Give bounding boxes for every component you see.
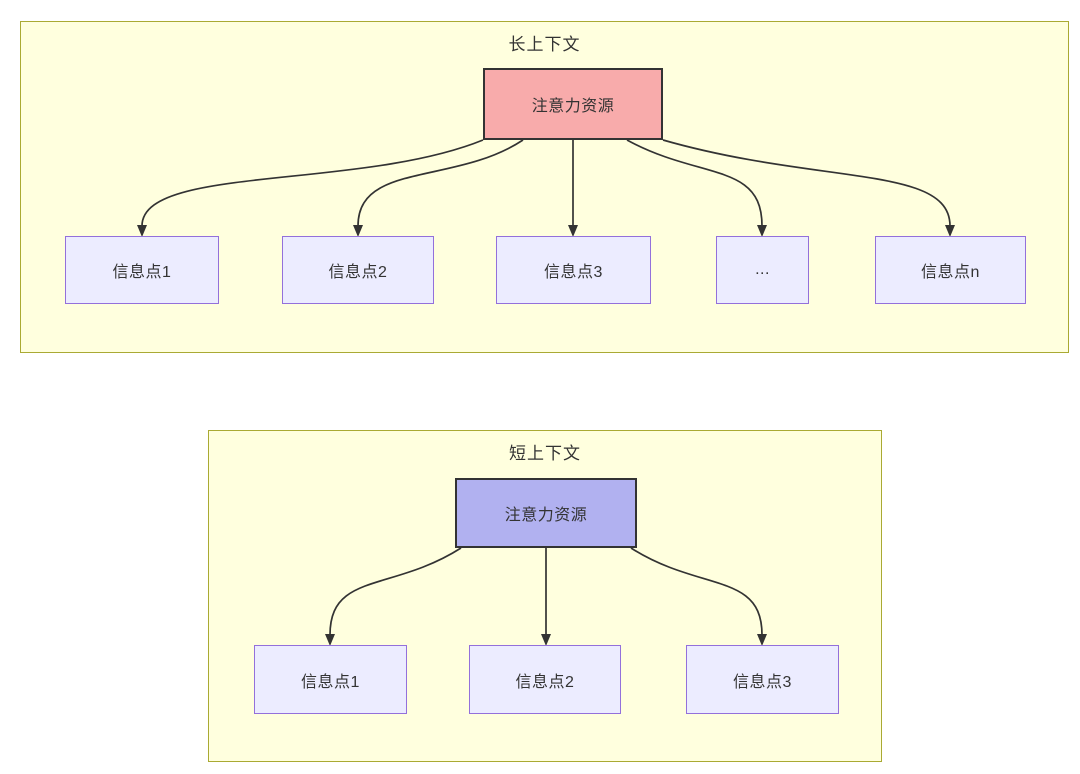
node-info-point-1-short: 信息点1 bbox=[254, 645, 407, 714]
node-info-point-3-long: 信息点3 bbox=[496, 236, 651, 304]
node-label: 注意力资源 bbox=[504, 507, 588, 524]
node-label: 信息点1 bbox=[112, 264, 172, 281]
node-label: 信息点1 bbox=[301, 673, 360, 691]
node-label: 信息点2 bbox=[515, 673, 575, 691]
node-label: 注意力资源 bbox=[531, 98, 615, 115]
node-info-point-ellipsis: ... bbox=[716, 236, 809, 304]
node-attention-resource-long: 注意力资源 bbox=[483, 68, 663, 140]
node-label: 信息点2 bbox=[328, 264, 388, 281]
node-info-point-2-short: 信息点2 bbox=[469, 645, 621, 714]
section-title-short-context: 短上下文 bbox=[509, 444, 581, 463]
node-attention-resource-short: 注意力资源 bbox=[455, 478, 637, 548]
node-label: 信息点3 bbox=[544, 264, 603, 281]
node-label: 信息点n bbox=[921, 264, 980, 281]
section-title-long-context: 长上下文 bbox=[508, 35, 581, 54]
node-info-point-1-long: 信息点1 bbox=[65, 236, 219, 304]
node-label: 信息点3 bbox=[733, 673, 792, 691]
node-info-point-3-short: 信息点3 bbox=[686, 645, 839, 714]
node-label: ... bbox=[755, 261, 770, 278]
node-info-point-n: 信息点n bbox=[875, 236, 1026, 304]
node-info-point-2-long: 信息点2 bbox=[282, 236, 434, 304]
